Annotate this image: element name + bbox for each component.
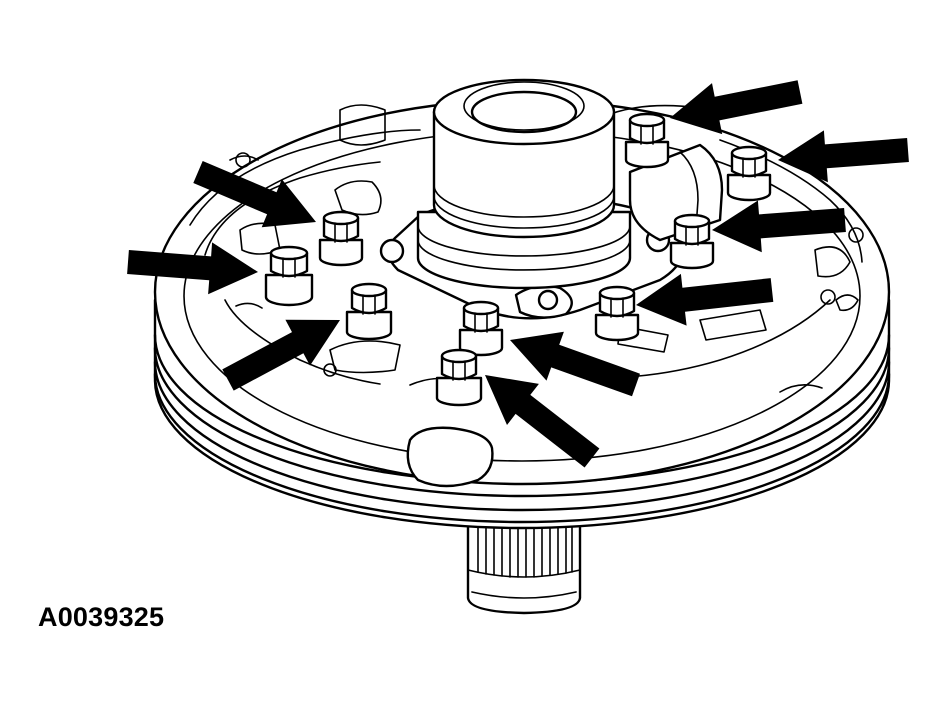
bolt [726, 145, 772, 202]
callout-arrow-5 [193, 161, 316, 228]
bolt [624, 112, 670, 169]
bolt [264, 245, 314, 307]
callout-arrow-6 [127, 242, 258, 295]
callout-arrow-9 [485, 375, 600, 468]
bolt [435, 348, 483, 407]
callout-arrow-1 [670, 80, 803, 135]
callout-arrow-8 [510, 331, 640, 397]
center-hub [416, 78, 632, 290]
output-shaft [466, 518, 582, 615]
callout-arrow-2 [778, 130, 909, 183]
bolt [345, 282, 393, 341]
bolt [458, 300, 504, 357]
bolt [318, 210, 364, 267]
bolt-set [264, 112, 772, 407]
callout-arrow-7 [222, 319, 340, 391]
callout-arrow-3 [712, 200, 846, 253]
callout-arrow-4 [636, 273, 774, 326]
bolt [594, 285, 640, 342]
drain-plug [406, 426, 494, 488]
bolt [669, 213, 715, 270]
figure-id-label: A0039325 [38, 602, 165, 632]
callout-arrows [127, 80, 909, 468]
